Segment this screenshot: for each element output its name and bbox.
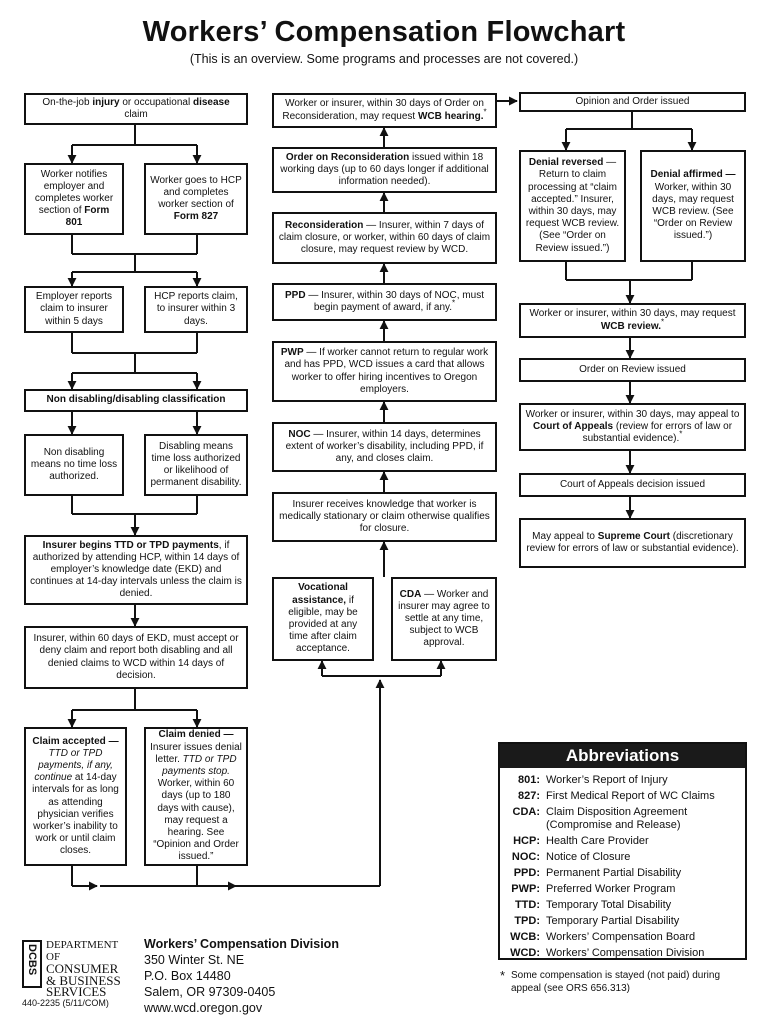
wcb-review-box: Worker or insurer, within 30 days, may r…: [519, 303, 746, 338]
abbreviation-key: CDA:: [512, 806, 541, 818]
abbreviation-row: CDA: Claim Disposition Agreement (Comprom…: [500, 806, 745, 832]
classification-box: Non disabling/disabling classification: [24, 389, 248, 412]
coa-decision-box: Court of Appeals decision issued: [519, 473, 746, 497]
order-review-box: Order on Review issued: [519, 358, 746, 382]
non-disabling-box: Non disabling means no time loss authori…: [24, 434, 124, 496]
abbreviation-key: PPD:: [513, 867, 540, 879]
abbreviation-key: WCB:: [510, 931, 540, 943]
abbreviation-row: WCD: Workers’ Compensation Division: [500, 947, 745, 960]
abbreviation-key: WCD:: [510, 947, 540, 959]
medically-stationary-box: Insurer receives knowledge that worker i…: [272, 492, 497, 542]
worker-notifies-box: Worker notifies employer and completes w…: [24, 163, 124, 235]
abbreviation-row: 827: First Medical Report of WC Claims: [500, 790, 745, 803]
abbreviations-panel: Abbreviations 801: Worker’s Report of Inj…: [498, 742, 747, 960]
abbreviations-title: Abbreviations: [500, 744, 745, 768]
abbreviation-row: TTD: Temporary Total Disability: [500, 899, 745, 912]
employer-reports-box: Employer reports claim to insurer within…: [24, 286, 124, 333]
abbreviation-row: PWP: Preferred Worker Program: [500, 883, 745, 896]
injury-claim-box: On-the-job injury or occupational diseas…: [24, 93, 248, 125]
dcbs-logo: DCBS DEPARTMENT OF CONSUMER & BUSINESS S…: [22, 939, 134, 998]
supreme-court-box: May appeal to Supreme Court (discretiona…: [519, 518, 746, 568]
abbreviation-value: Workers’ Compensation Board: [546, 931, 696, 943]
abbreviation-row: WCB: Workers’ Compensation Board: [500, 931, 745, 944]
abbreviation-value: Health Care Provider: [546, 835, 649, 847]
claim-accepted-box: Claim accepted —TTD or TPD payments, if …: [24, 727, 127, 866]
division-address: Workers’ Compensation Division 350 Winte…: [144, 937, 339, 1015]
form-code: 440-2235 (5/11/COM): [22, 998, 109, 1008]
abbreviation-value: Claim Disposition Agreement (Compromise …: [546, 806, 688, 831]
abbreviation-key: 801:: [517, 774, 540, 786]
denial-affirmed-box: Denial affirmed — Worker, within 30 days…: [640, 150, 746, 262]
abbreviation-key: 827:: [517, 790, 540, 802]
abbreviation-value: Notice of Closure: [546, 851, 631, 863]
vocational-assistance-box: Vocational assistance, if eligible, may …: [272, 577, 374, 661]
noc-box: NOC — Insurer, within 14 days, determine…: [272, 422, 497, 472]
abbreviation-value: Preferred Worker Program: [546, 883, 676, 895]
pwp-box: PWP — If worker cannot return to regular…: [272, 341, 497, 402]
order-reconsideration-box: Order on Reconsideration issued within 1…: [272, 147, 497, 193]
abbreviation-value: Workers’ Compensation Division: [546, 947, 705, 959]
abbreviation-key: HCP:: [513, 835, 540, 847]
abbreviation-key: TTD:: [514, 899, 540, 911]
wcb-hearing-box: Worker or insurer, within 30 days of Ord…: [272, 93, 497, 128]
abbreviations-list: 801: Worker’s Report of Injury 827: First M…: [500, 768, 745, 960]
opinion-order-box: Opinion and Order issued: [519, 92, 746, 112]
cda-box: CDA — Worker and insurer may agree to se…: [391, 577, 497, 661]
page-title: Workers’ Compensation Flowchart: [142, 16, 626, 48]
insurer-begins-box: Insurer begins TTD or TPD payments, if a…: [24, 535, 248, 605]
abbreviation-key: NOC:: [511, 851, 540, 863]
logo-mark: DCBS: [22, 940, 42, 988]
abbreviation-value: Permanent Partial Disability: [546, 867, 682, 879]
denial-reversed-box: Denial reversed — Return to claim proces…: [519, 150, 626, 262]
court-appeals-box: Worker or insurer, within 30 days, may a…: [519, 403, 746, 451]
abbreviation-row: TPD: Temporary Partial Disability: [500, 915, 745, 928]
abbreviation-row: NOC: Notice of Closure: [500, 851, 745, 864]
insurer-60-days-box: Insurer, within 60 days of EKD, must acc…: [24, 626, 248, 689]
abbreviation-value: First Medical Report of WC Claims: [546, 790, 715, 802]
abbreviation-key: PWP:: [511, 883, 540, 895]
claim-denied-box: Claim denied — Insurer issues denial let…: [144, 727, 248, 866]
website-link[interactable]: www.wcd.oregon.gov: [144, 1001, 263, 1015]
footnote: * Some compensation is stayed (not paid)…: [500, 968, 721, 994]
abbreviation-row: 801: Worker’s Report of Injury: [500, 774, 745, 787]
reconsideration-box: Reconsideration — Insurer, within 7 days…: [272, 212, 497, 264]
abbreviation-row: PPD: Permanent Partial Disability: [500, 867, 745, 880]
abbreviation-value: Worker’s Report of Injury: [546, 774, 668, 786]
disabling-box: Disabling means time loss authorized or …: [144, 434, 248, 496]
hcp-reports-box: HCP reports claim, to insurer within 3 d…: [144, 286, 248, 333]
abbreviation-value: Temporary Partial Disability: [546, 915, 680, 927]
ppd-box: PPD — Insurer, within 30 days of NOC, mu…: [272, 283, 497, 321]
abbreviation-key: TPD:: [514, 915, 540, 927]
page-subtitle: (This is an overview. Some programs and …: [189, 52, 579, 66]
abbreviation-value: Temporary Total Disability: [546, 899, 672, 911]
worker-hcp-box: Worker goes to HCP and completes worker …: [144, 163, 248, 235]
abbreviation-row: HCP: Health Care Provider: [500, 835, 745, 848]
